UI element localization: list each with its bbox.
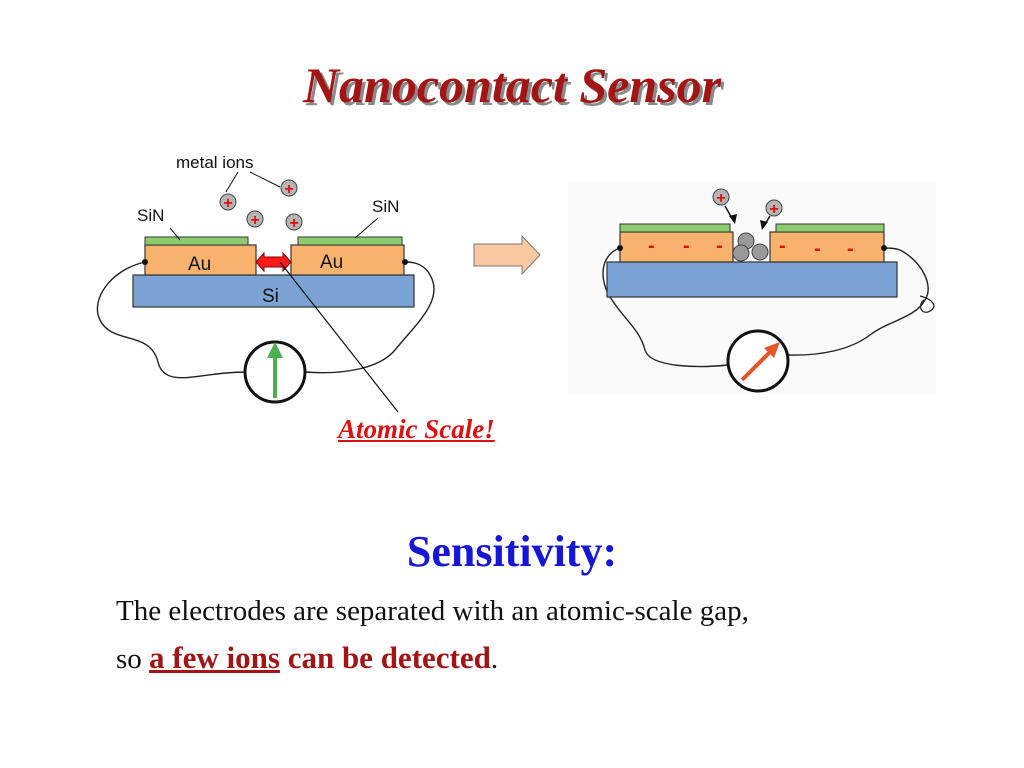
metal-ion: + (246, 210, 264, 229)
right-silicon-substrate (606, 261, 898, 298)
metal-ion: + (219, 193, 237, 212)
atomic-scale-pointer-line (279, 261, 399, 413)
negative-charge: - (814, 238, 821, 260)
body-line-2-prefix: so (116, 643, 150, 675)
sensitivity-heading: Sensitivity: (406, 527, 618, 576)
right-current-meter (726, 329, 790, 393)
left-silicon-substrate (132, 274, 415, 308)
negative-charge: - (779, 235, 786, 257)
svg-text:+: + (223, 195, 232, 212)
svg-text:+: + (769, 201, 778, 218)
left-sin-layer-right (297, 236, 403, 246)
negative-charge: - (648, 235, 655, 257)
left-contact-dot-left (142, 259, 148, 265)
negative-charge: - (716, 235, 723, 257)
incoming-ion: + (712, 188, 737, 224)
metal-ions-label: metal ions (176, 153, 253, 172)
left-circuit-wire (96, 261, 435, 379)
left-sensor-diagram: metal ions SiN SiN Au Au Si + + + + (96, 153, 435, 413)
left-gold-electrode-right (290, 244, 405, 276)
gap-double-arrow (255, 251, 292, 273)
right-meter-needle (740, 348, 774, 382)
right-gold-electrode-right (769, 231, 885, 263)
negative-charge: - (847, 238, 854, 260)
slide-title: Nanocontact Sensor (302, 57, 722, 113)
right-sin-layer-left (619, 223, 731, 233)
sensor-diagrams: metal ions SiN SiN Au Au Si + + + + (96, 153, 936, 413)
left-sin-layer-left (144, 236, 249, 246)
sin-label-left: SiN (137, 206, 164, 225)
svg-text:+: + (289, 215, 298, 232)
left-contact-dot-right (402, 259, 408, 265)
body-line-2: so a few ions can be detected. (116, 640, 498, 676)
highlight-few-ions: a few ions (149, 640, 280, 675)
highlight-can-be-detected: can be detected (279, 640, 491, 675)
left-current-meter (243, 340, 307, 404)
right-sensor-diagram: - - - - - - + + (568, 183, 936, 393)
svg-text:+: + (250, 212, 259, 229)
right-sin-layer-right (775, 223, 885, 233)
metal-ion: + (285, 213, 303, 232)
transition-arrow (473, 234, 541, 276)
au-label-right: Au (320, 252, 343, 273)
negative-charge: - (683, 235, 690, 257)
right-circuit-wire (602, 247, 929, 368)
metal-ion: + (280, 179, 298, 198)
svg-text:+: + (284, 181, 293, 198)
body-line-2-end: . (490, 643, 499, 675)
body-line-1: The electrodes are separated with an ato… (116, 595, 749, 627)
incoming-ion: + (760, 199, 783, 230)
atomic-scale-annotation: Atomic Scale! (338, 414, 495, 444)
svg-text:+: + (716, 190, 725, 207)
au-label-left: Au (188, 254, 211, 275)
sin-label-right: SiN (372, 197, 399, 216)
deposited-atoms (732, 232, 769, 262)
si-label: Si (262, 286, 279, 307)
